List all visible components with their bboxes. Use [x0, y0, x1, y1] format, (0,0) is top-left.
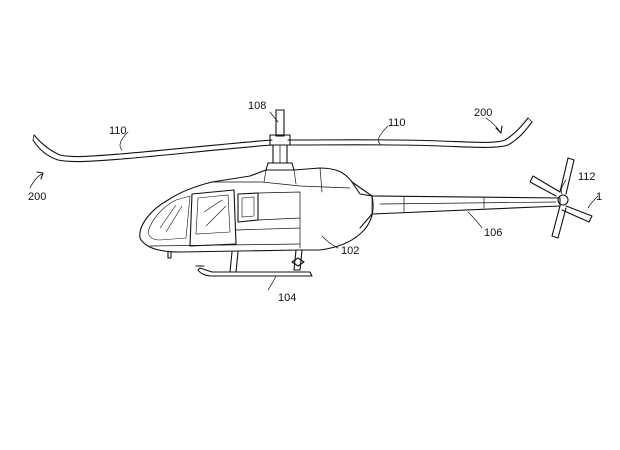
- fuselage: [139, 167, 374, 259]
- leader-lines: [29, 111, 599, 291]
- tail-rotor: [529, 157, 593, 239]
- label-blade-left: 110: [109, 125, 127, 137]
- label-blade-right: 110: [388, 117, 406, 129]
- label-skid: 104: [278, 292, 296, 304]
- label-tail-boom: 106: [484, 227, 502, 239]
- rotor-mast: [265, 109, 295, 171]
- tail-boom: [351, 181, 561, 229]
- label-fuselage: 102: [341, 245, 359, 257]
- label-tip-right: 200: [474, 107, 492, 119]
- label-mast: 108: [248, 100, 266, 112]
- label-tip-left: 200: [28, 191, 46, 203]
- main-rotor-blade-left: [32, 134, 273, 163]
- label-tail-rotor: 112: [578, 171, 596, 183]
- main-rotor-blade-right: [287, 117, 533, 148]
- label-tail-rotor-edge: 1: [596, 191, 602, 203]
- landing-skid: [195, 249, 313, 277]
